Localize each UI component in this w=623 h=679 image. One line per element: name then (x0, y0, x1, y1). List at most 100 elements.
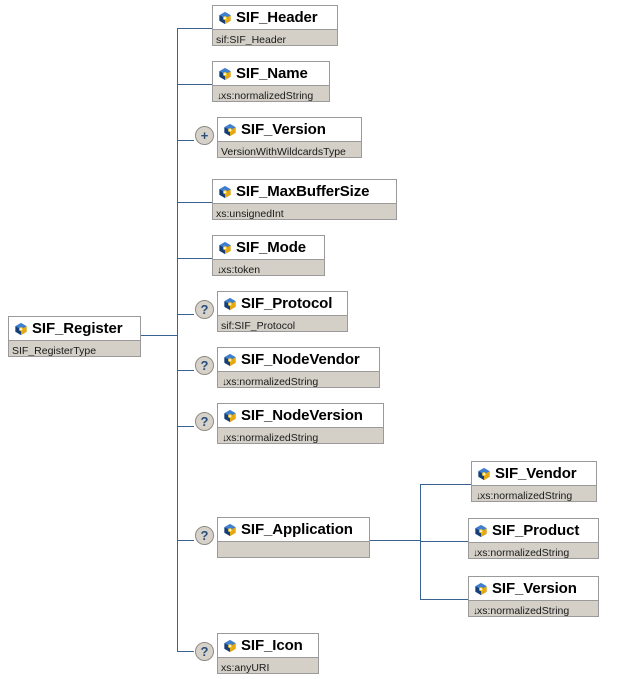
node-name-label: SIF_Icon (241, 637, 303, 654)
node-type-row: VersionWithWildcardsType (218, 141, 361, 157)
node-type-label: xs:normalizedString (226, 432, 319, 443)
node-name-row: SIF_Version (218, 118, 361, 141)
node-name-label: SIF_Version (241, 121, 326, 138)
connector-branch-0 (177, 28, 212, 29)
connector-branch-6 (177, 370, 194, 371)
node-type-label: xs:token (221, 264, 261, 275)
connector-sub-branch-1 (420, 541, 468, 542)
xsd-element-icon (14, 322, 28, 336)
connector-main-trunk (177, 28, 178, 652)
optional-question-icon[interactable]: ? (195, 356, 214, 375)
node-type-row: ↓xs:normalizedString (218, 427, 383, 443)
type-collapse-arrow-icon: ↓ (217, 265, 222, 275)
xsd-element-icon (223, 353, 237, 367)
node-type-row: SIF_RegisterType (9, 340, 140, 356)
node-name-label: SIF_NodeVersion (241, 407, 363, 424)
node-name-row: SIF_Vendor (472, 462, 596, 485)
node-type-label: sif:SIF_Header (216, 34, 287, 45)
node-name-row: SIF_MaxBufferSize (213, 180, 396, 203)
connector-branch-4 (177, 258, 212, 259)
node-type-row: sif:SIF_Protocol (218, 315, 347, 331)
connector-application-stub (370, 540, 421, 541)
node-type-label: VersionWithWildcardsType (221, 146, 346, 157)
type-collapse-arrow-icon: ↓ (222, 377, 227, 387)
schema-node-sif-header[interactable]: SIF_Header sif:SIF_Header (212, 5, 338, 46)
schema-node-sif-nodevendor[interactable]: SIF_NodeVendor ↓xs:normalizedString (217, 347, 380, 388)
connector-branch-8 (177, 540, 194, 541)
node-name-row: SIF_Mode (213, 236, 324, 259)
schema-node-sif-application[interactable]: SIF_Application (217, 517, 370, 558)
connector-branch-7 (177, 426, 194, 427)
node-name-row: SIF_Header (213, 6, 337, 29)
xsd-element-icon (218, 241, 232, 255)
node-name-row: SIF_Version (469, 577, 598, 600)
node-name-row: SIF_NodeVersion (218, 404, 383, 427)
node-name-label: SIF_Register (32, 320, 123, 337)
optional-question-icon[interactable]: ? (195, 526, 214, 545)
connector-branch-5 (177, 314, 194, 315)
xsd-element-icon (474, 524, 488, 538)
type-collapse-arrow-icon: ↓ (473, 606, 478, 616)
xsd-element-icon (218, 11, 232, 25)
node-type-label: SIF_RegisterType (12, 345, 97, 356)
connector-branch-1 (177, 84, 212, 85)
node-type-label: xs:unsignedInt (216, 208, 284, 219)
node-name-row: SIF_Icon (218, 634, 318, 657)
connector-sub-branch-0 (420, 484, 471, 485)
node-type-label: xs:normalizedString (221, 90, 314, 101)
optional-question-icon[interactable]: ? (195, 300, 214, 319)
node-type-label: xs:normalizedString (477, 547, 570, 558)
optional-question-icon[interactable]: ? (195, 642, 214, 661)
node-name-label: SIF_MaxBufferSize (236, 183, 370, 200)
schema-node-sif-mode[interactable]: SIF_Mode↓xs:token (212, 235, 325, 276)
optional-question-icon[interactable]: ? (195, 412, 214, 431)
schema-node-sif-maxbuffersize[interactable]: SIF_MaxBufferSize xs:unsignedInt (212, 179, 397, 220)
schema-node-sif-nodeversion[interactable]: SIF_NodeVersion ↓xs:normalizedString (217, 403, 384, 444)
node-name-label: SIF_Header (236, 9, 318, 26)
schema-node-sif-version[interactable]: SIF_Version↓xs:normalizedString (468, 576, 599, 617)
xsd-element-icon (218, 185, 232, 199)
schema-node-sif-icon[interactable]: SIF_Icon xs:anyURI (217, 633, 319, 674)
node-name-label: SIF_Product (492, 522, 580, 539)
node-name-row: SIF_Application (218, 518, 369, 541)
node-type-row: xs:anyURI (218, 657, 318, 673)
node-type-row: ↓xs:token (213, 259, 324, 275)
type-collapse-arrow-icon: ↓ (473, 548, 478, 558)
node-type-row: ↓xs:normalizedString (472, 485, 596, 501)
node-type-row: xs:unsignedInt (213, 203, 396, 219)
node-type-label: sif:SIF_Protocol (221, 320, 296, 331)
xsd-element-icon (477, 467, 491, 481)
connector-branch-9 (177, 651, 194, 652)
xsd-element-icon (474, 582, 488, 596)
type-collapse-arrow-icon: ↓ (222, 433, 227, 443)
node-name-label: SIF_Vendor (495, 465, 577, 482)
connector-root-stub (141, 335, 178, 336)
connector-branch-3 (177, 202, 212, 203)
node-name-row: SIF_Register (9, 317, 140, 340)
node-type-row (218, 541, 369, 557)
node-type-label: xs:normalizedString (226, 376, 319, 387)
node-name-row: SIF_Name (213, 62, 329, 85)
node-type-row: sif:SIF_Header (213, 29, 337, 45)
node-name-label: SIF_NodeVendor (241, 351, 360, 368)
xsd-element-icon (223, 123, 237, 137)
schema-node-sif-name[interactable]: SIF_Name ↓xs:normalizedString (212, 61, 330, 102)
node-type-label: xs:anyURI (221, 662, 270, 673)
node-type-row: ↓xs:normalizedString (469, 600, 598, 616)
schema-node-sif-product[interactable]: SIF_Product ↓xs:normalizedString (468, 518, 599, 559)
xsd-element-icon (223, 409, 237, 423)
xsd-element-icon (223, 523, 237, 537)
schema-node-sif-vendor[interactable]: SIF_Vendor ↓xs:normalizedString (471, 461, 597, 502)
node-type-label: xs:normalizedString (480, 490, 573, 501)
type-collapse-arrow-icon: ↓ (476, 491, 481, 501)
expand-plus-icon[interactable]: + (195, 126, 214, 145)
node-name-row: SIF_Product (469, 519, 598, 542)
connector-branch-2 (177, 140, 194, 141)
node-name-label: SIF_Name (236, 65, 308, 82)
type-collapse-arrow-icon: ↓ (217, 91, 222, 101)
node-type-label: xs:normalizedString (477, 605, 570, 616)
